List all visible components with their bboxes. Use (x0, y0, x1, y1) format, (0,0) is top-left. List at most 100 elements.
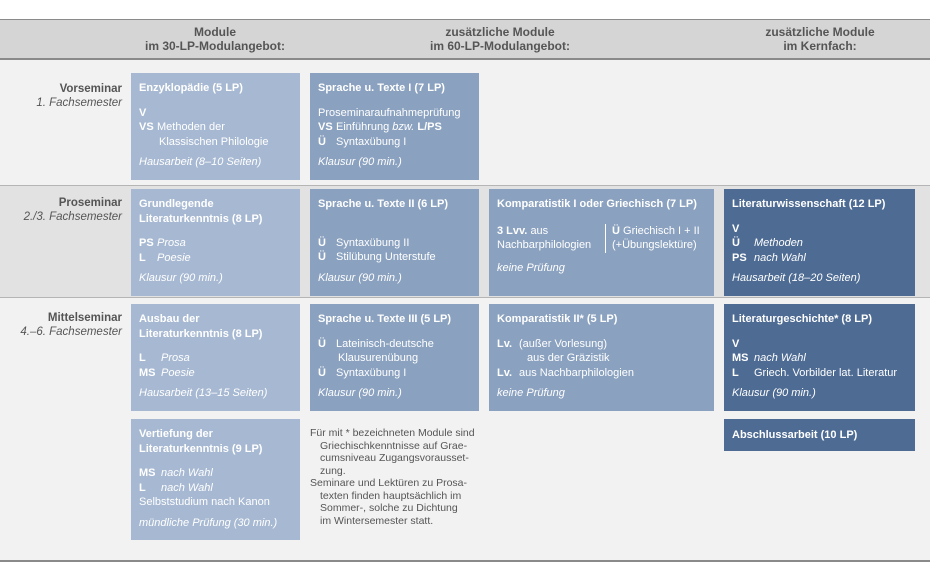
course-text-cont: Klassischen Philologie (159, 135, 269, 148)
module-exam: keine Prüfung (497, 387, 565, 399)
module-title: Komparatistik I oder Griechisch (7 LP) (497, 198, 697, 210)
module-title: Komparatistik II* (5 LP) (497, 313, 618, 325)
course-v: V (139, 106, 147, 119)
komparatistik-option-left: 3 Lvv. aus Nachbarphilologien (497, 224, 605, 253)
course-text: Syntaxübung II (336, 236, 410, 249)
header-col-60lp-line1: zusätzliche Module (445, 25, 555, 39)
module-vertiefung-literaturkenntnis: Vertiefung der Literaturkenntnis (9 LP) … (131, 419, 300, 540)
module-title: Sprache u. Texte II (6 LP) (318, 198, 448, 210)
module-exam: Klausur (90 min.) (318, 271, 402, 284)
course-key: VS (139, 121, 154, 133)
module-sprache-texte-2: Sprache u. Texte II (6 LP) Ü Syntaxübung … (310, 189, 479, 296)
course-text: Einführung (336, 121, 390, 133)
header-band (0, 20, 930, 58)
module-title: Ausbau der (139, 313, 200, 325)
course-text: aus (530, 224, 549, 237)
module-exam: Klausur (90 min.) (318, 387, 402, 399)
course-key: Ü (732, 237, 740, 249)
module-exam: Klausur (90 min.) (732, 387, 816, 399)
course-key: Ü (318, 236, 326, 249)
footnote-line: cumsniveau Zugangsvorausset- (320, 452, 469, 464)
footnote-line: Für mit * bezeichneten Module sind (310, 427, 475, 439)
course-text: Methoden (754, 237, 803, 249)
header-rule (0, 58, 930, 60)
row-subtitle: 4.–6. Fachsemester (20, 326, 122, 338)
course-text-cont: Klausurenübung (338, 352, 419, 364)
row-subtitle: 1. Fachsemester (36, 97, 122, 109)
course-text: (außer Vorlesung) (519, 337, 608, 350)
course-text-cont: aus der Gräzistik (527, 352, 610, 364)
header-col-60lp: zusätzliche Module im 60-LP-Modulangebot… (400, 25, 600, 53)
module-title: Grundlegende (139, 198, 214, 210)
course-key: MS (139, 366, 156, 379)
module-exam: Klausur (90 min.) (139, 272, 223, 284)
module-title: Abschlussarbeit (10 LP) (732, 429, 858, 441)
module-exam: keine Prüfung (497, 261, 565, 274)
course-key: Ü (318, 366, 326, 379)
header-col-30lp: Module im 30-LP-Modulangebot: (130, 25, 300, 53)
module-title: Enzyklopädie (5 LP) (139, 82, 243, 94)
course-text: nach Wahl (754, 352, 806, 364)
course-key: L (139, 352, 146, 364)
bottom-rule (0, 560, 930, 562)
footnote: Für mit * bezeichneten Module sind Griec… (310, 427, 488, 527)
course-text: Nachbarphilologien (497, 239, 592, 251)
course-key: PS (139, 237, 154, 249)
course-v: V (732, 222, 740, 235)
course-key: L (139, 251, 146, 264)
course-text: Stilübung Unterstufe (336, 251, 436, 263)
course-text: Lateinisch-deutsche (336, 337, 434, 350)
course-key: Ü (612, 224, 620, 237)
row-subtitle: 2./3. Fachsemester (23, 211, 122, 223)
module-sprache-texte-1: Sprache u. Texte I (7 LP) Proseminaraufn… (310, 73, 479, 180)
module-literaturwissenschaft: Literaturwissenschaft (12 LP) V Ü Methode… (724, 189, 915, 296)
module-exam: mündliche Prüfung (30 min.) (139, 516, 278, 529)
course-text: Syntaxübung I (336, 135, 407, 148)
module-title: Literaturwissenschaft (12 LP) (732, 198, 886, 210)
course-key: Ü (318, 337, 326, 350)
module-abschlussarbeit: Abschlussarbeit (10 LP) (724, 419, 915, 451)
module-title: Sprache u. Texte I (7 LP) (318, 82, 445, 94)
footnote-line: im Wintersemester statt. (320, 514, 434, 527)
course-text: Proseminaraufnahmeprüfung (318, 106, 461, 119)
course-text: aus Nachbarphilologien (519, 366, 634, 379)
course-key: Ü (318, 251, 326, 263)
course-text: Prosa (157, 237, 186, 249)
course-text: nach Wahl (754, 251, 806, 264)
header-col-60lp-line2: im 60-LP-Modulangebot: (430, 39, 570, 53)
course-key: 3 Lvv. (497, 224, 528, 237)
course-v: V (732, 337, 740, 350)
course-text: nach Wahl (161, 467, 213, 479)
course-key: PS (732, 251, 747, 264)
module-title-cont: Literaturkenntnis (9 LP) (139, 442, 263, 455)
module-exam: Hausarbeit (8–10 Seiten) (139, 156, 262, 168)
rule-1 (0, 185, 930, 186)
course-key: Lv. (497, 366, 513, 379)
course-text: Selbststudium nach Kanon (139, 496, 270, 508)
header-col-kernfach-line1: zusätzliche Module (765, 25, 875, 39)
row-label-proseminar: Proseminar 2./3. Fachsemester (0, 196, 122, 224)
course-text: (+Übungslektüre) (612, 239, 697, 251)
row-title: Proseminar (58, 197, 122, 209)
module-title: Literaturgeschichte* (8 LP) (732, 313, 872, 325)
course-text: nach Wahl (161, 481, 213, 494)
footnote-line: zung. (320, 464, 346, 477)
komparatistik-option-right: Ü Griechisch I + II (+Übungslektüre) (605, 223, 700, 253)
footnote-line: texten finden hauptsächlich im (320, 489, 462, 502)
module-exam: Klausur (90 min.) (318, 156, 402, 168)
course-key: MS (139, 467, 156, 479)
module-grundlegende-literaturkenntnis: Grundlegende Literaturkenntnis (8 LP) PS… (131, 189, 300, 296)
rule-2 (0, 297, 930, 298)
course-text: Griechisch I + II (623, 224, 700, 237)
module-komparatistik-1: Komparatistik I oder Griechisch (7 LP) 3… (489, 189, 714, 296)
row-label-mittelseminar: Mittelseminar 4.–6. Fachsemester (0, 311, 122, 339)
header-col-kernfach-line2: im Kernfach: (783, 39, 857, 53)
course-text: Griech. Vorbilder lat. Literatur (754, 366, 898, 379)
row-title: Mittelseminar (47, 312, 122, 324)
header-col-30lp-line1: Module (194, 25, 236, 39)
